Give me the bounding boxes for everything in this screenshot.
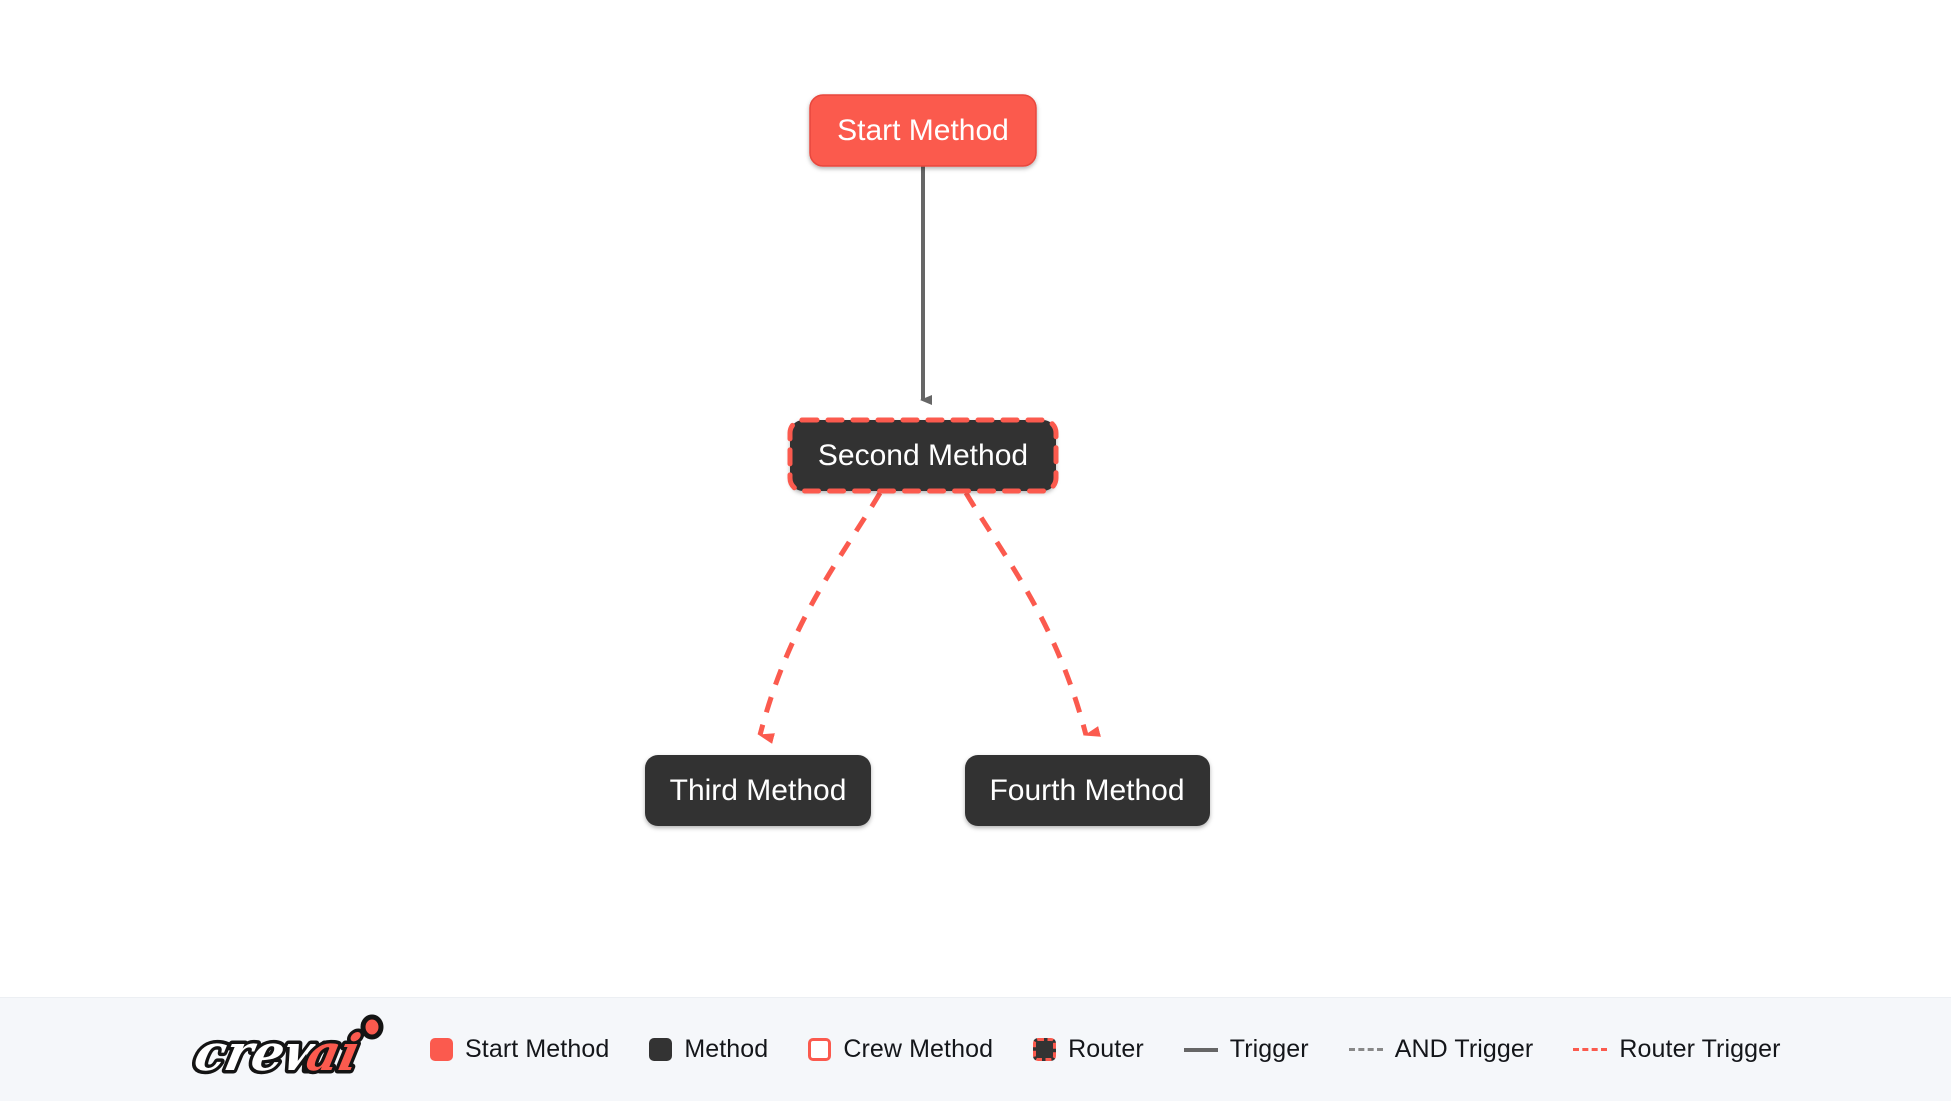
node-third-method-label: Third Method [670, 774, 847, 807]
node-second-method-label: Second Method [818, 439, 1028, 472]
legend-item-and-trigger: AND Trigger [1348, 1035, 1534, 1064]
legend-item-trigger: Trigger [1183, 1035, 1309, 1064]
crewai-logo: crew ai [186, 1014, 384, 1085]
legend-label-method: Method [684, 1035, 769, 1063]
node-start-method-label: Start Method [837, 114, 1009, 147]
logo-dot-icon [360, 1014, 384, 1039]
legend-item-start-method: Start Method [430, 1035, 609, 1064]
crew-method-swatch-icon [808, 1038, 832, 1061]
legend-item-method: Method [649, 1035, 768, 1064]
legend-items: Start Method Method Crew Method Router T… [430, 1035, 1781, 1064]
flow-diagram-canvas: Start Method Second Method Third Method … [645, 94, 1210, 826]
edge-layer [757, 166, 1101, 744]
method-swatch-icon [649, 1038, 673, 1061]
logo-text-ai: ai [302, 1023, 366, 1081]
legend-bar: crew ai Start Method Method Crew Method … [0, 997, 1951, 1101]
node-fourth-method-label: Fourth Method [989, 774, 1184, 807]
node-start-method-shape[interactable] [809, 94, 1037, 167]
edge-second-to-fourth [963, 491, 1101, 737]
legend-label-crew-method: Crew Method [843, 1035, 994, 1063]
legend-item-crew-method: Crew Method [808, 1035, 993, 1064]
router-swatch-icon [1033, 1038, 1057, 1061]
node-second-method-fill[interactable] [790, 420, 1056, 491]
legend-item-router: Router [1033, 1035, 1144, 1064]
legend-label-and-trigger: AND Trigger [1394, 1035, 1534, 1063]
node-third-method-shape[interactable] [645, 755, 871, 826]
legend-label-router: Router [1068, 1035, 1144, 1063]
legend-label-start-method: Start Method [465, 1035, 610, 1063]
node-second-method[interactable]: Second Method [787, 417, 1059, 494]
legend-label-router-trigger: Router Trigger [1619, 1035, 1781, 1063]
node-fourth-method[interactable]: Fourth Method [965, 755, 1210, 826]
edge-second-to-third [757, 491, 883, 744]
legend-item-router-trigger: Router Trigger [1573, 1035, 1780, 1064]
node-layer: Start Method Second Method Third Method … [645, 94, 1210, 826]
trigger-line-icon [1183, 1047, 1218, 1052]
node-third-method[interactable]: Third Method [645, 755, 871, 826]
logo-text-crew: crew [190, 1023, 335, 1081]
start-method-swatch-icon [430, 1038, 453, 1061]
legend-label-trigger: Trigger [1229, 1035, 1309, 1063]
node-fourth-method-shape[interactable] [965, 755, 1210, 826]
node-second-method-router-border [787, 417, 1059, 494]
and-trigger-line-icon [1348, 1048, 1383, 1051]
router-trigger-line-icon [1573, 1048, 1608, 1051]
node-start-method[interactable]: Start Method [809, 94, 1037, 167]
